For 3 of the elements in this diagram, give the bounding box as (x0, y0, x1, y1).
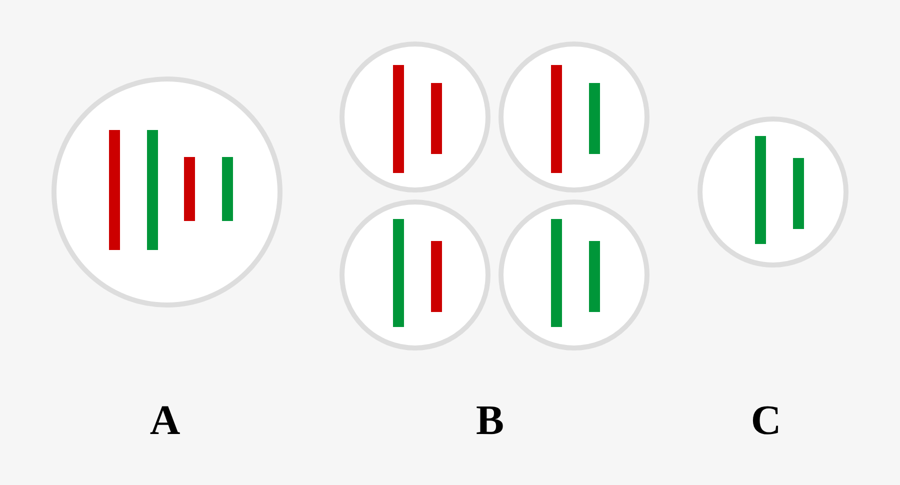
panel-label: B (476, 400, 504, 442)
panel-label: A (150, 400, 180, 442)
panel-label: C (750, 400, 782, 442)
